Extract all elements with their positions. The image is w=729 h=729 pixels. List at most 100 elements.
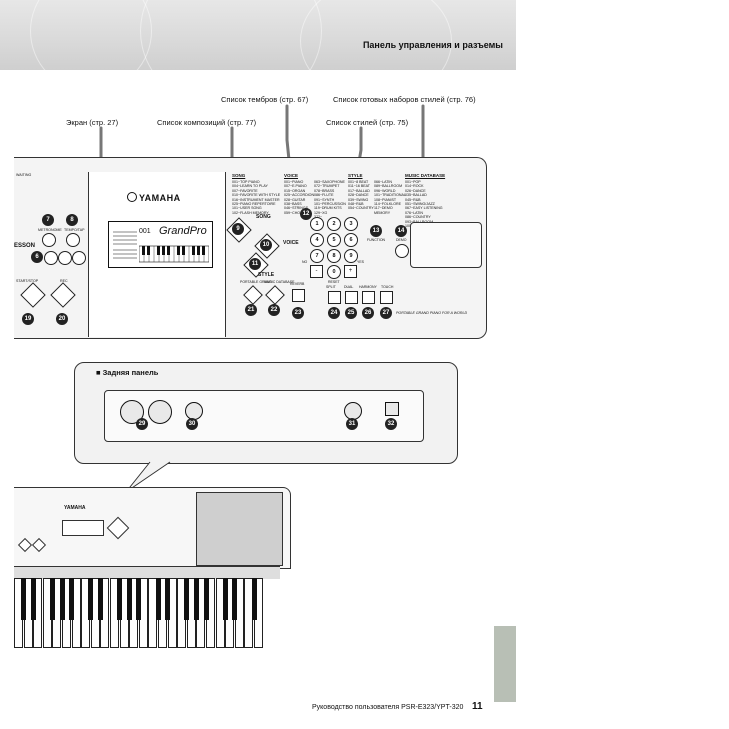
harmony-button[interactable]: [362, 291, 375, 304]
metronome-button[interactable]: [42, 233, 56, 247]
rear-panel-title: ■ Задняя панель: [96, 368, 159, 377]
music-database-label: MUSIC DATABASE: [264, 280, 295, 284]
numpad-1-button[interactable]: 1: [310, 217, 324, 231]
list-item: 102~FLASH MEMORY: [232, 210, 269, 215]
staff-icon: [113, 231, 137, 259]
badge-10: 10: [260, 239, 272, 251]
black-key: [155, 578, 161, 620]
start-stop-label: START/STOP: [16, 279, 39, 283]
music-database-category-label: MUSIC DATABASE: [405, 173, 446, 178]
lesson-part-button[interactable]: [58, 251, 72, 265]
numpad-2-button[interactable]: 2: [327, 217, 341, 231]
keyboard-display-mini: [62, 520, 104, 536]
list-item: 011~16 BEAT: [348, 184, 370, 189]
black-key: [49, 578, 55, 620]
voice-list-a: 001~PIANO 007~E.PIANO 015~ORGAN 025~ACCO…: [284, 180, 314, 215]
badge-29: 29: [136, 418, 148, 430]
callout-style-list: Список стилей (стр. 75): [326, 118, 409, 127]
numpad-5-button[interactable]: 5: [327, 233, 341, 247]
list-item: 001~TOP PIANO: [232, 180, 260, 184]
yamaha-emblem-icon: [127, 192, 137, 202]
demo-button[interactable]: [395, 244, 409, 258]
tempo-tap-button[interactable]: [66, 233, 80, 247]
split-button[interactable]: [328, 291, 341, 304]
list-item: MEMORY: [374, 210, 391, 215]
lesson-r-button[interactable]: [72, 251, 86, 265]
badge-21: 21: [245, 304, 257, 316]
numpad-8-button[interactable]: 8: [327, 249, 341, 263]
list-item: 026~DANCE: [405, 188, 426, 193]
waiting-label: WAITING: [16, 173, 32, 177]
numpad-0-button[interactable]: 0: [327, 265, 341, 279]
list-item: 076~LATIN: [405, 210, 424, 215]
black-key: [193, 578, 199, 620]
list-item: 001~8 BEAT: [348, 180, 369, 184]
split-label: SPLIT: [326, 285, 336, 289]
style-list-a: 001~8 BEAT 011~16 BEAT 017~BALLAD 028~DA…: [348, 180, 374, 211]
song-list: 001~TOP PIANO 004~LEARN TO PLAY 007~FAVO…: [232, 180, 280, 215]
midi-in-jack-icon: [148, 400, 172, 424]
numpad-minus-button[interactable]: -: [310, 265, 323, 278]
list-item: 035~BALLAD: [405, 193, 427, 198]
list-item: 063~SAXOPHONE: [314, 180, 345, 184]
list-item: 014~ROCK: [405, 184, 424, 189]
list-item: 096~WORLD: [374, 188, 396, 193]
display-song-number: 001: [139, 228, 151, 235]
keyboard-front-strip: [14, 566, 280, 579]
badge-24: 24: [328, 307, 340, 319]
badge-30: 30: [186, 418, 198, 430]
list-item: 015~ORGAN: [284, 188, 306, 193]
list-item: 038~BASS: [284, 202, 302, 207]
numpad-7-button[interactable]: 7: [310, 249, 324, 263]
reverb-button[interactable]: [292, 289, 305, 302]
numpad-plus-button[interactable]: +: [344, 265, 357, 278]
music-database-list: 001~POP 014~ROCK 026~DANCE 035~BALLAD 04…: [405, 180, 443, 228]
black-key: [117, 578, 123, 620]
touch-button[interactable]: [380, 291, 393, 304]
metronome-label: METRONOME: [38, 228, 62, 232]
list-item: 010~FAVORITE WITH STYLE: [232, 193, 281, 198]
harmony-label: HARMONY: [359, 285, 377, 289]
black-key: [203, 578, 209, 620]
black-key: [59, 578, 65, 620]
list-item: 048~R&B: [348, 202, 364, 207]
list-item: 028~GUITAR: [284, 197, 306, 202]
side-tab: [494, 626, 516, 702]
black-key: [30, 578, 36, 620]
badge-9: 9: [232, 223, 244, 235]
badge-6: 6: [31, 251, 43, 263]
badge-19: 19: [22, 313, 34, 325]
black-key: [97, 578, 103, 620]
callout-screen: Экран (стр. 27): [66, 118, 119, 127]
list-item: 108~PIANIST: [374, 197, 397, 202]
reverb-label: REVERB: [290, 282, 305, 286]
list-item: 007~FAVORITE: [232, 188, 258, 193]
list-item: 001~POP: [405, 180, 421, 184]
list-item: 039~SWING: [348, 197, 369, 202]
numpad-9-button[interactable]: 9: [344, 249, 358, 263]
keyboard-brand-mini: YAMAHA: [64, 505, 86, 511]
list-item: 117~DEMO: [374, 206, 393, 211]
dual-button[interactable]: [345, 291, 358, 304]
callout-music-db: Список готовых наборов стилей (стр. 76): [333, 95, 476, 104]
list-item: 086~COUNTRY: [405, 215, 431, 220]
numpad-4-button[interactable]: 4: [310, 233, 324, 247]
numpad-6-button[interactable]: 6: [344, 233, 358, 247]
list-item: 091~SYNTH: [314, 197, 335, 202]
list-item: 101~TRADITIONAL: [374, 193, 406, 198]
song-category-label: SONG: [232, 173, 246, 178]
numpad-3-button[interactable]: 3: [344, 217, 358, 231]
list-item: 086~FLUTE: [314, 193, 334, 198]
black-key: [21, 578, 27, 620]
yamaha-logo: YAMAHA: [127, 192, 181, 203]
keyboard-keys: [14, 578, 270, 650]
list-item: 067~EASY LISTENING: [405, 206, 443, 211]
badge-31: 31: [346, 418, 358, 430]
panel-footer-note: PORTABLE GRAND PIANO FOR A WORLD: [396, 311, 468, 315]
touch-label: TOUCH: [381, 285, 394, 289]
black-key: [251, 578, 257, 620]
reset-label: RESET: [328, 280, 340, 284]
lesson-l-button[interactable]: [44, 251, 58, 265]
black-key: [232, 578, 238, 620]
black-key: [126, 578, 132, 620]
